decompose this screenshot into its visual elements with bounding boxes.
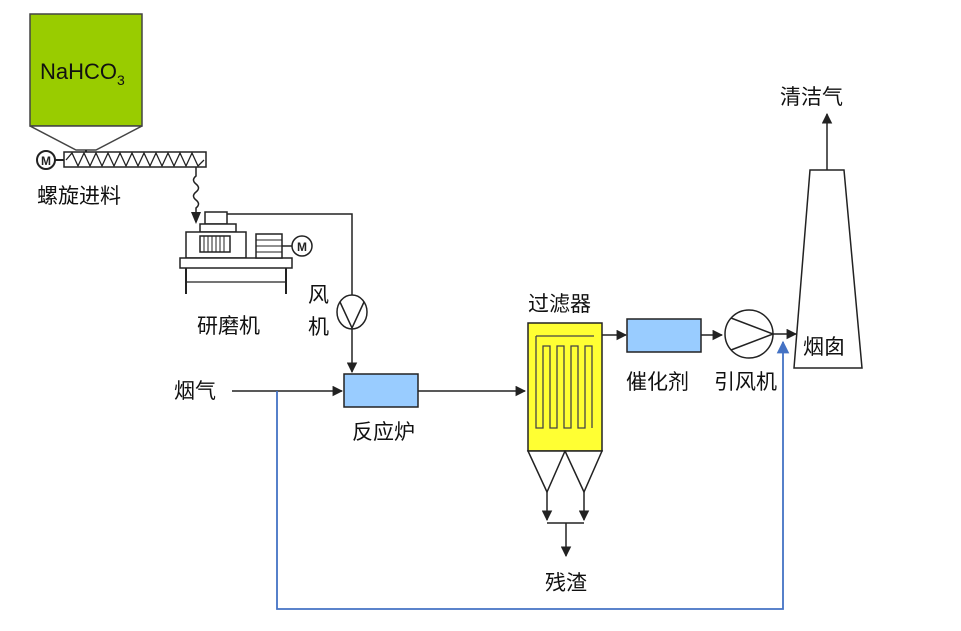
fan-label-char2: 机 — [308, 315, 329, 339]
catalyst-label: 催化剂 — [626, 370, 689, 394]
catalyst-unit: 催化剂 — [626, 318, 702, 394]
filter-bag-pattern — [535, 336, 593, 429]
bypass-line — [276, 340, 790, 610]
grinder-machine: M 研磨机 — [179, 211, 313, 338]
clean-gas-label: 清洁气 — [780, 85, 843, 109]
hopper-label: NaHCO3 — [40, 59, 125, 88]
filter-hopper-right — [563, 450, 604, 494]
chimney-label: 烟囱 — [803, 335, 845, 359]
hopper-body — [29, 13, 143, 127]
fan-label-char1: 风 — [308, 283, 329, 307]
feed-drop-line — [192, 167, 200, 222]
catalyst-box — [626, 318, 702, 353]
chimney-body — [793, 169, 863, 369]
nahco3-hopper: NaHCO3 — [29, 13, 143, 151]
chimney: 烟囱 — [793, 169, 863, 369]
filter-hopper-left — [526, 450, 567, 494]
mill-motor-mark: M — [297, 240, 307, 254]
induced-fan-icon — [724, 309, 774, 359]
fan-icon — [336, 294, 368, 330]
mill-motor-icon — [291, 235, 313, 257]
filter-body — [527, 322, 603, 452]
screw-conveyor: M 螺旋进料 — [36, 150, 207, 208]
bag-filter: 过滤器 — [526, 292, 604, 494]
reactor-box — [343, 373, 419, 408]
hopper-label-main: NaHCO — [40, 59, 117, 84]
mill-to-fan-line — [227, 213, 353, 296]
flue-gas-label: 烟气 — [174, 379, 216, 403]
induced-draft-fan: 引风机 — [714, 309, 777, 394]
screw-flight — [65, 151, 205, 168]
hopper-cone — [29, 125, 143, 151]
reactor: 反应炉 — [343, 373, 419, 444]
filter-label: 过滤器 — [528, 292, 591, 316]
reactor-label: 反应炉 — [352, 420, 415, 444]
induced-fan-label: 引风机 — [714, 370, 777, 394]
fan: 风 机 — [308, 283, 368, 339]
screw-motor-mark: M — [41, 154, 51, 168]
hopper-label-subscript: 3 — [117, 72, 125, 88]
grinder-label: 研磨机 — [197, 314, 260, 338]
screw-feed-label: 螺旋进料 — [37, 184, 121, 208]
residue-label: 残渣 — [545, 571, 587, 595]
